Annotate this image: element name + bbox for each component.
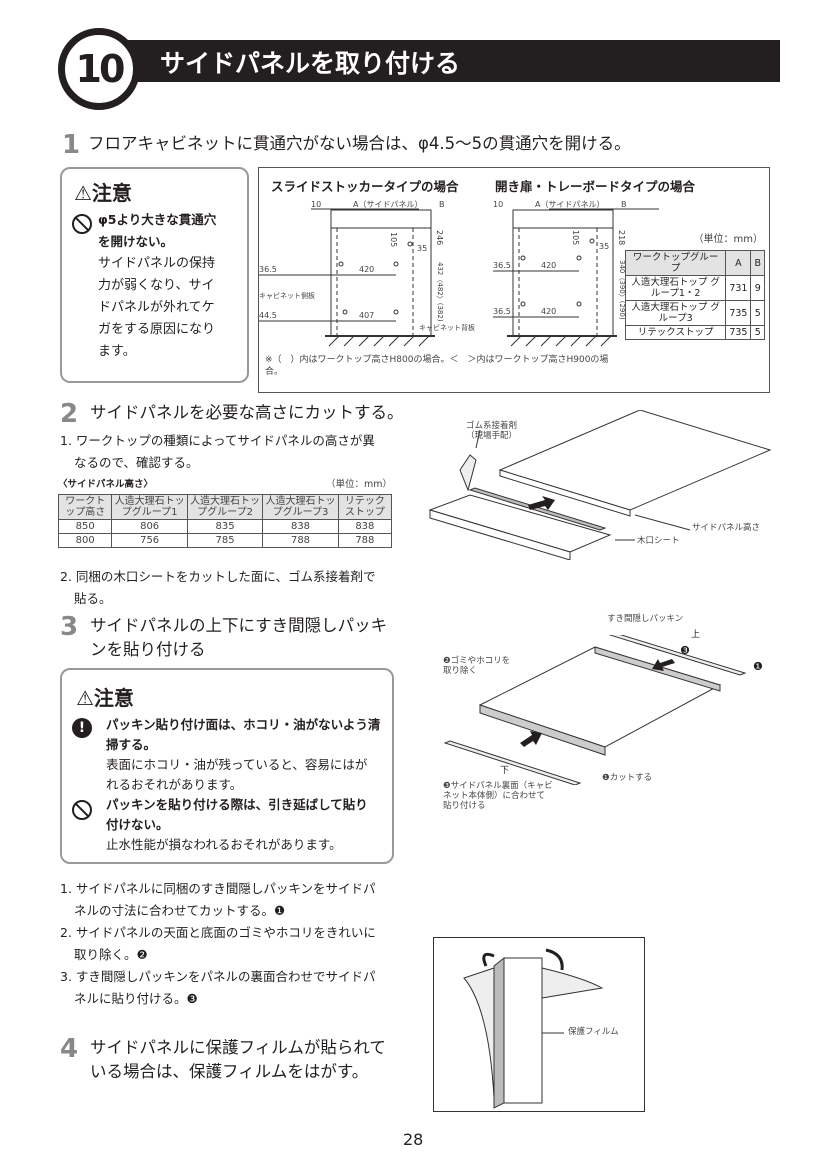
dim-label: 432〈482〉(382) — [436, 262, 444, 322]
marker-3: ❸ — [680, 644, 690, 657]
dim-label: 218 — [617, 230, 626, 246]
dust-label: ❷ゴミやホコリを取り除く — [443, 656, 511, 676]
caution-text: 表面にホコリ・油が残っていると、容易にはが — [106, 757, 368, 772]
film-drawing — [463, 948, 604, 1109]
dim-label: 246 — [435, 230, 444, 246]
header-bar — [80, 40, 780, 82]
dim-label: 10 — [311, 200, 322, 209]
step1-text: フロアキャビネットに貫通穴がない場合は、φ4.5〜5の貫通穴を開ける。 — [88, 134, 631, 153]
top-label: 上 — [691, 630, 701, 640]
step3-text: サイドパネルの上下にすき間隠しパッキンを貼り付ける — [90, 616, 388, 659]
caution-title: ⚠注意 — [74, 181, 132, 205]
step2-item1: 1. ワークトップの種類によってサイドパネルの高さが異なるので、確認する。 — [60, 433, 375, 470]
dim-label: 44.5 — [259, 311, 277, 320]
dim-label: キャビネット側板 — [259, 292, 315, 300]
caution-bold: 付けない。 — [106, 817, 169, 832]
step2-item2: 2. 同梱の木口シートをカットした面に、ゴム系接着剤で貼る。 — [60, 569, 376, 606]
dim-label: 340〈390〉(290) — [618, 260, 626, 320]
dim-label: 36.5 — [493, 261, 511, 270]
step4-number: 4 — [60, 1034, 79, 1064]
dim-label: 10 — [493, 200, 504, 209]
caution-text: サイドパネルの保持力が弱くなり、サイドパネルが外れてケガをする原因になります。 — [98, 256, 216, 359]
step4-text: サイドパネルに保護フィルムが貼られている場合は、保護フィルムをはがす。 — [90, 1038, 386, 1081]
step3-number: 3 — [60, 612, 79, 642]
dim-label: 105 — [571, 230, 580, 246]
edge-sheet-label: 木口シート — [637, 536, 680, 546]
prohibited-icon — [72, 214, 92, 234]
caution-box-1: ⚠注意 φ5より大きな貫通穴 を開けない。 サイドパネルの保持力が弱くなり、サイ… — [60, 167, 249, 383]
packing-illustration — [443, 635, 747, 785]
table-caption: 〈サイドパネル高さ〉 — [58, 479, 154, 490]
dim-label: A（サイドパネル） — [535, 200, 605, 209]
caution-bold: パッキンを貼り付ける際は、引き延ばして貼り — [106, 797, 368, 812]
diagram-left-title: スライドストッカータイプの場合 — [271, 179, 459, 194]
dim-label: 35 — [599, 242, 610, 251]
glue-label: ゴム系接着剤（現場手配） — [466, 421, 518, 441]
step-number-badge: 10 — [58, 28, 140, 110]
caution-text: れるおそれがあります。 — [106, 777, 243, 792]
caution-box-2: ⚠注意 ! パッキン貼り付け面は、ホコリ・油がないよう清 掃する。 表面にホコリ… — [60, 668, 394, 864]
cabinet-hole-drawings — [259, 208, 659, 347]
packing-label: すき間隠しパッキン — [607, 614, 684, 624]
film-label: 保護フィルム — [568, 1027, 619, 1037]
dim-label: 105 — [389, 232, 398, 248]
caution-title: ⚠注意 — [76, 686, 134, 710]
page-title: サイドパネルを取り付ける — [160, 49, 461, 78]
step2-number: 2 — [60, 399, 79, 429]
page-number: 28 — [403, 1130, 424, 1149]
dim-label: B — [439, 200, 445, 209]
caution-bold-2: を開けない。 — [98, 234, 174, 249]
dim-label: キャビネット背板 — [419, 324, 475, 332]
prohibited-icon — [72, 800, 92, 820]
dim-label: 36.5 — [493, 307, 511, 316]
caution-bold: 掃する。 — [106, 737, 157, 752]
step3-list: 1. サイドパネルに同梱のすき間隠しパッキンをサイドパネルの寸法に合わせてカット… — [60, 881, 376, 1006]
marker-1: ❶ — [753, 660, 763, 673]
drilling-diagram: スライドストッカータイプの場合 開き扉・トレーボードタイプの場合 10 A（サイ… — [258, 167, 770, 393]
dim-label: 420 — [541, 261, 557, 270]
dim-label: 407 — [359, 311, 375, 320]
diagram-right-title: 開き扉・トレーボードタイプの場合 — [495, 179, 696, 194]
caution-text: 止水性能が損なわれるおそれがあります。 — [106, 837, 342, 852]
dim-label: A（サイドパネル） — [353, 200, 423, 209]
film-illustration: 保護フィルム — [433, 937, 645, 1112]
dim-label: 420 — [359, 265, 375, 274]
dim-label: 35 — [417, 244, 428, 253]
dim-label: B — [621, 200, 627, 209]
back-label: ❸サイドパネル裏面（キャビネット本体側）に合わせて貼り付ける — [443, 781, 553, 811]
step1-number: 1 — [62, 130, 81, 160]
exclamation-icon: ! — [72, 718, 92, 738]
panel-height-label: サイドパネル高さ — [692, 523, 761, 533]
unit-label: （単位：mm） — [693, 234, 763, 245]
step2-text: サイドパネルを必要な高さにカットする。 — [90, 403, 404, 422]
bottom-label: 下 — [500, 766, 510, 776]
dim-label: 36.5 — [259, 265, 277, 274]
caution-bold: パッキン貼り付け面は、ホコリ・油がないよう清 — [106, 717, 381, 732]
cut-label: ❶カットする — [602, 773, 653, 783]
unit-label: （単位：mm） — [326, 479, 393, 490]
caution-bold-1: φ5より大きな貫通穴 — [98, 212, 217, 227]
panel-glue-illustration — [428, 410, 772, 560]
diagram-note: ※（ ）内はワークトップ高さH800の場合。＜ ＞内はワークトップ高さH900の… — [265, 355, 609, 377]
dim-label: 420 — [541, 307, 557, 316]
